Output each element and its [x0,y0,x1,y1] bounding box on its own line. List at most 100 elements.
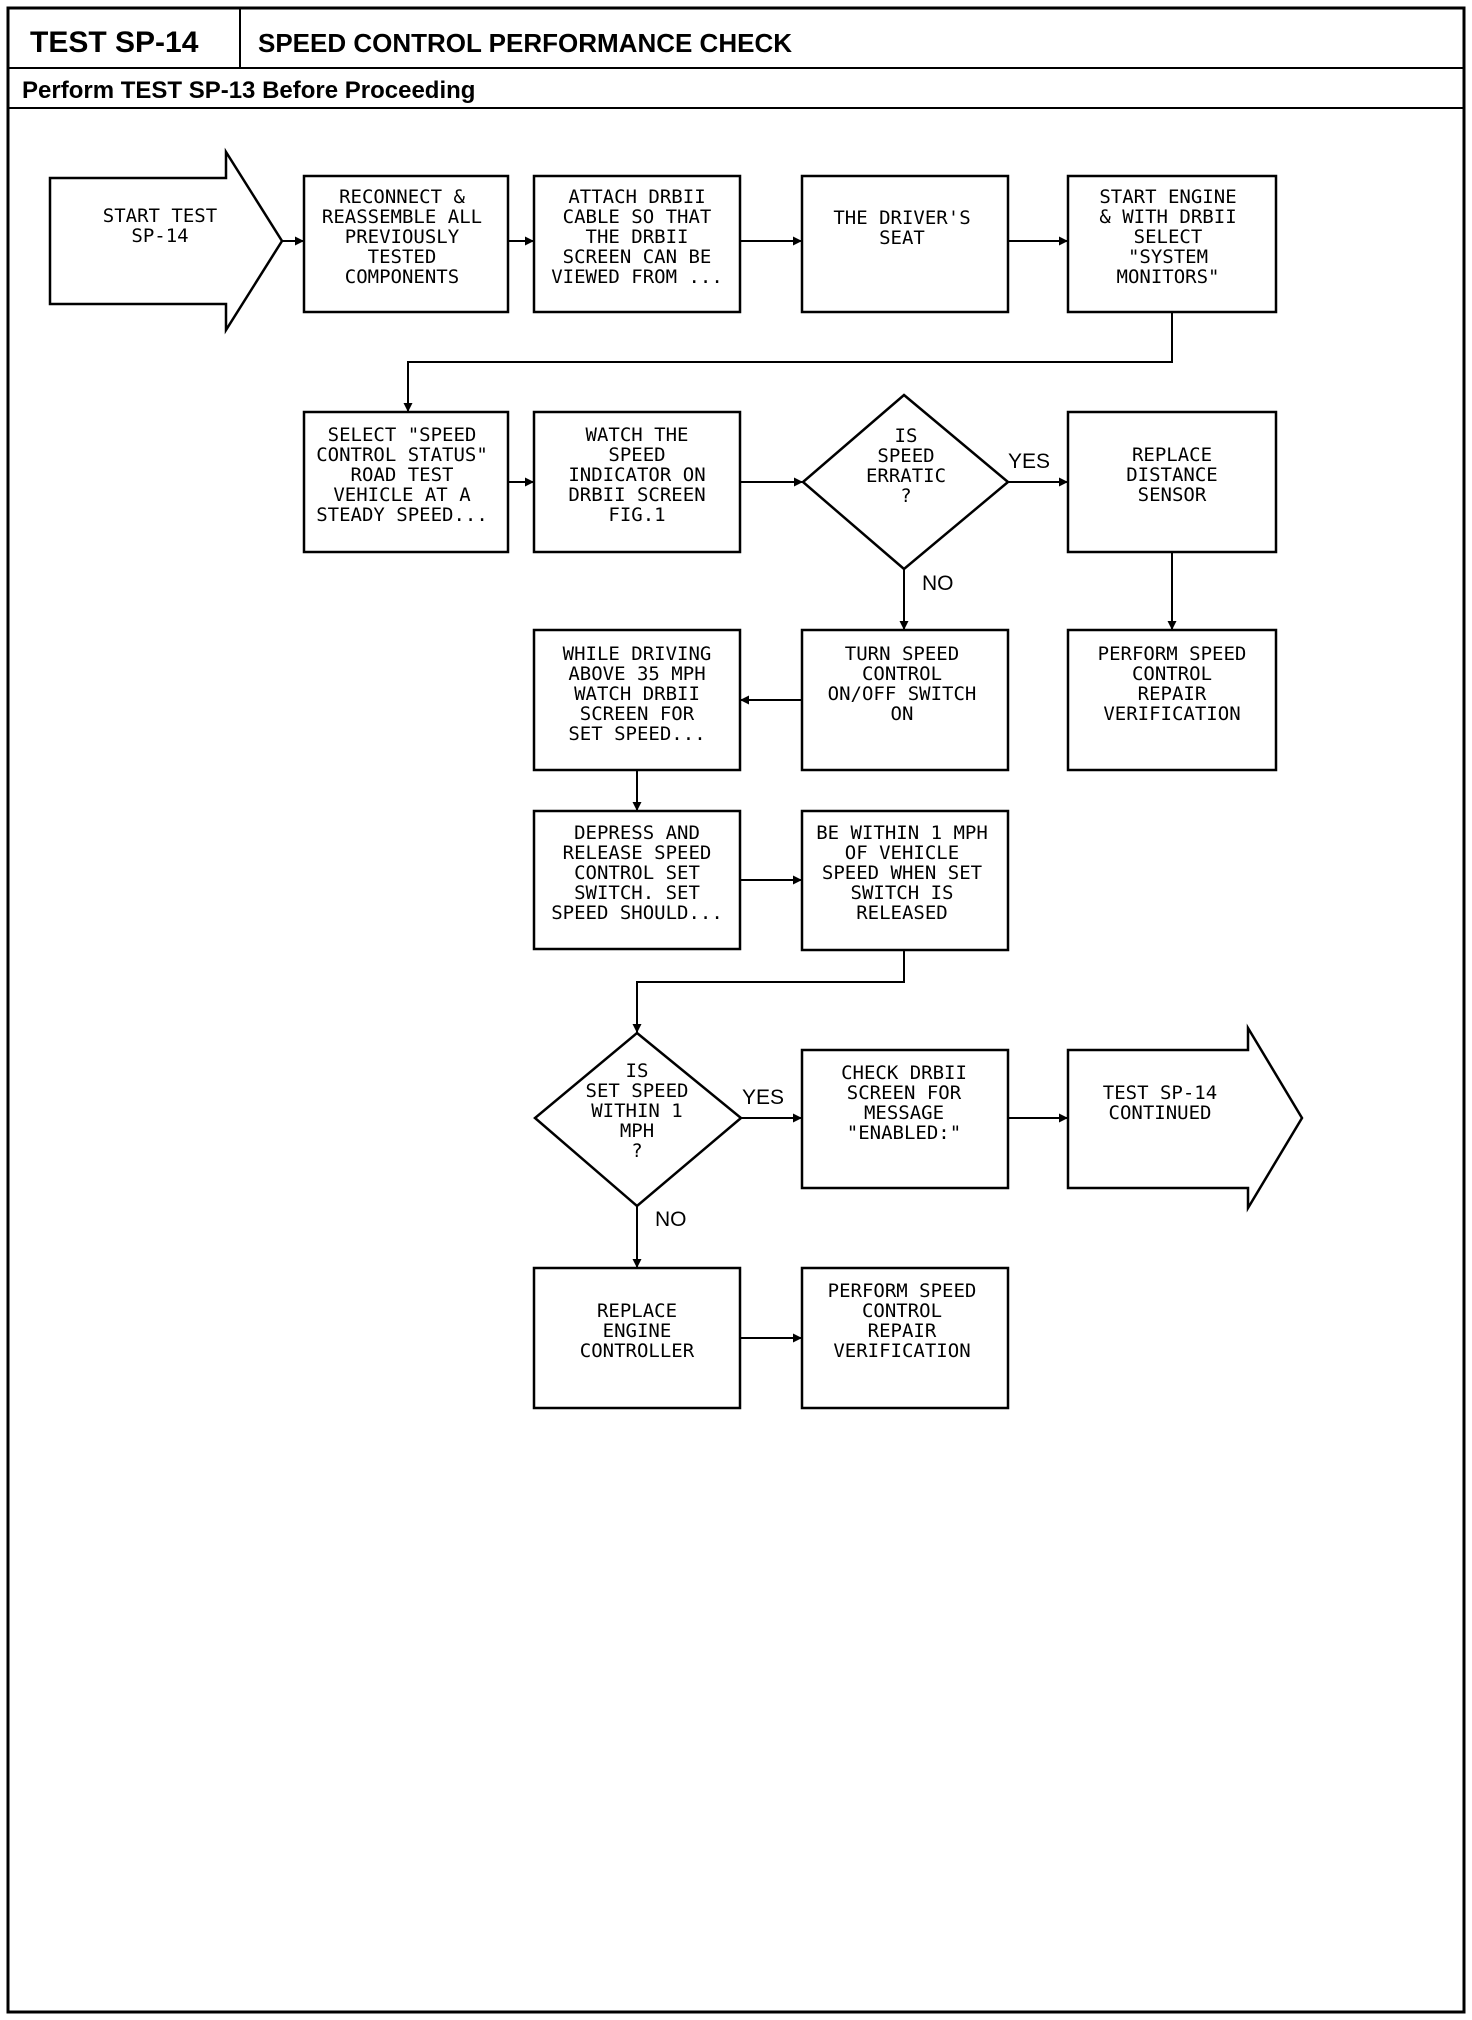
edge-start-engine-select-status [403,313,1173,412]
replace-sensor-line: REPLACE [1132,444,1212,466]
start-engine-line: "SYSTEM [1128,246,1208,268]
page-border [6,6,1466,2014]
node-watch-indicator-shape [532,410,742,554]
node-attach-shape [532,174,742,314]
set-speed-within-line: SET SPEED [586,1080,689,1102]
replace-sensor-line: SENSOR [1138,484,1207,506]
reconnect-line: PREVIOUSLY [345,226,460,248]
verify-1-line: REPAIR [1138,683,1207,705]
while-driving-line: SCREEN FOR [580,703,695,725]
replace-controller-line: CONTROLLER [580,1340,695,1362]
while-driving-line: WHILE DRIVING [563,643,712,665]
depress-release-line: CONTROL SET [574,862,700,884]
node-shapes [48,147,1304,1410]
verify-2-line: PERFORM SPEED [828,1280,977,1302]
edge-within-setspeed [632,950,905,1033]
verify-2-line: VERIFICATION [833,1340,970,1362]
check-screen-line: "ENABLED:" [847,1122,961,1144]
start-line: START TEST [103,205,217,227]
label-erratic-yes: YES [1008,450,1050,473]
label-within-yes: YES [742,1086,784,1109]
node-depress-release-shape [532,809,742,951]
attach-line: SCREEN CAN BE [563,246,712,268]
attach-line: ATTACH DRBII [568,186,705,208]
set-speed-within-line: ? [631,1140,642,1162]
node-while-driving-shape [532,628,742,772]
start-engine-line: START ENGINE [1099,186,1236,208]
node-select-status-shape [302,410,510,554]
while-driving-line: ABOVE 35 MPH [568,663,705,685]
start-line: SP-14 [131,225,188,247]
verify-1-line: CONTROL [1132,663,1212,685]
node-verify-1-shape [1066,628,1278,772]
page-subtitle: Perform TEST SP-13 Before Proceeding [22,77,475,104]
node-speed-erratic-shape [801,393,1010,571]
depress-release-line: SWITCH. SET [574,882,700,904]
node-reconnect-shape [302,174,510,314]
test-id-label: TEST SP-14 [30,26,199,59]
watch-indicator-line: DRBII SCREEN [568,484,705,506]
start-engine-line: MONITORS" [1117,266,1220,288]
node-start-shape [48,147,284,335]
verify-1-line: VERIFICATION [1103,703,1240,725]
node-seat-shape [800,174,1010,314]
speed-erratic-line: IS [895,425,918,447]
node-replace-controller-shape [532,1266,742,1410]
select-status-line: CONTROL STATUS" [316,444,488,466]
select-status-line: STEADY SPEED... [316,504,488,526]
node-set-speed-within-shape [533,1031,743,1208]
watch-indicator-line: INDICATOR ON [568,464,705,486]
watch-indicator-line: WATCH THE [586,424,689,446]
attach-line: CABLE SO THAT [563,206,712,228]
verify-2-line: REPAIR [868,1320,937,1342]
node-continued-shape [1066,1023,1304,1213]
reconnect-line: TESTED [368,246,437,268]
seat-line: THE DRIVER'S [833,207,970,229]
reconnect-line: COMPONENTS [345,266,459,288]
set-speed-within-line: MPH [620,1120,654,1142]
node-check-screen-shape [800,1048,1010,1190]
set-speed-within-line: WITHIN 1 [591,1100,683,1122]
node-replace-sensor-shape [1066,410,1278,554]
verify-2-line: CONTROL [862,1300,942,1322]
reconnect-line: REASSEMBLE ALL [322,206,482,228]
speed-erratic-line: ? [900,485,911,507]
node-within-1-mph-shape [800,809,1010,952]
depress-release-line: RELEASE SPEED [563,842,712,864]
turn-switch-line: TURN SPEED [845,643,959,665]
check-screen-line: SCREEN FOR [847,1082,962,1104]
start-engine-line: & WITH DRBII [1099,206,1236,228]
select-status-line: ROAD TEST [351,464,454,486]
node-start-engine-shape [1066,174,1278,314]
depress-release-line: DEPRESS AND [574,822,700,844]
connectors [282,236,1177,1343]
replace-sensor-line: DISTANCE [1126,464,1218,486]
page-title: SPEED CONTROL PERFORMANCE CHECK [258,28,792,58]
within-1-mph-line: BE WITHIN 1 MPH [816,822,988,844]
start-engine-line: SELECT [1134,226,1203,248]
label-within-no: NO [655,1208,687,1231]
select-status-line: VEHICLE AT A [333,484,471,506]
attach-line: THE DRBII [586,226,689,248]
speed-erratic-line: ERRATIC [866,465,946,487]
within-1-mph-line: SPEED WHEN SET [822,862,982,884]
check-screen-line: MESSAGE [864,1102,944,1124]
turn-switch-line: ON [891,703,914,725]
check-screen-line: CHECK DRBII [841,1062,967,1084]
label-erratic-no: NO [922,572,954,595]
